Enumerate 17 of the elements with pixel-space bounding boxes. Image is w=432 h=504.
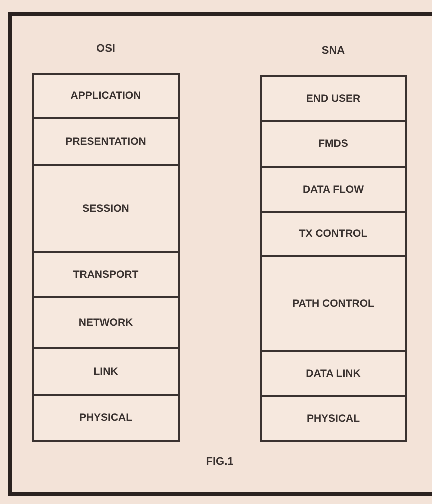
layer-box: FMDS	[260, 120, 407, 168]
layer-box: NETWORK	[32, 296, 180, 349]
layer-box: LINK	[32, 347, 180, 396]
layer-box: DATA LINK	[260, 350, 407, 397]
figure-caption: FIG.1	[205, 456, 235, 468]
layer-box: PATH CONTROL	[260, 255, 407, 352]
layer-box: TRANSPORT	[32, 251, 180, 298]
layer-box: PHYSICAL	[32, 394, 180, 442]
column-heading: SNA	[320, 45, 346, 57]
layer-box: TX CONTROL	[260, 211, 407, 257]
column-heading: OSI	[96, 43, 116, 55]
layer-box: DATA FLOW	[260, 166, 407, 213]
layer-box: PRESENTATION	[32, 117, 180, 166]
layer-box: END USER	[260, 75, 407, 122]
layer-box: APPLICATION	[32, 73, 180, 119]
layer-box: PHYSICAL	[260, 395, 407, 442]
layer-box: SESSION	[32, 164, 180, 253]
